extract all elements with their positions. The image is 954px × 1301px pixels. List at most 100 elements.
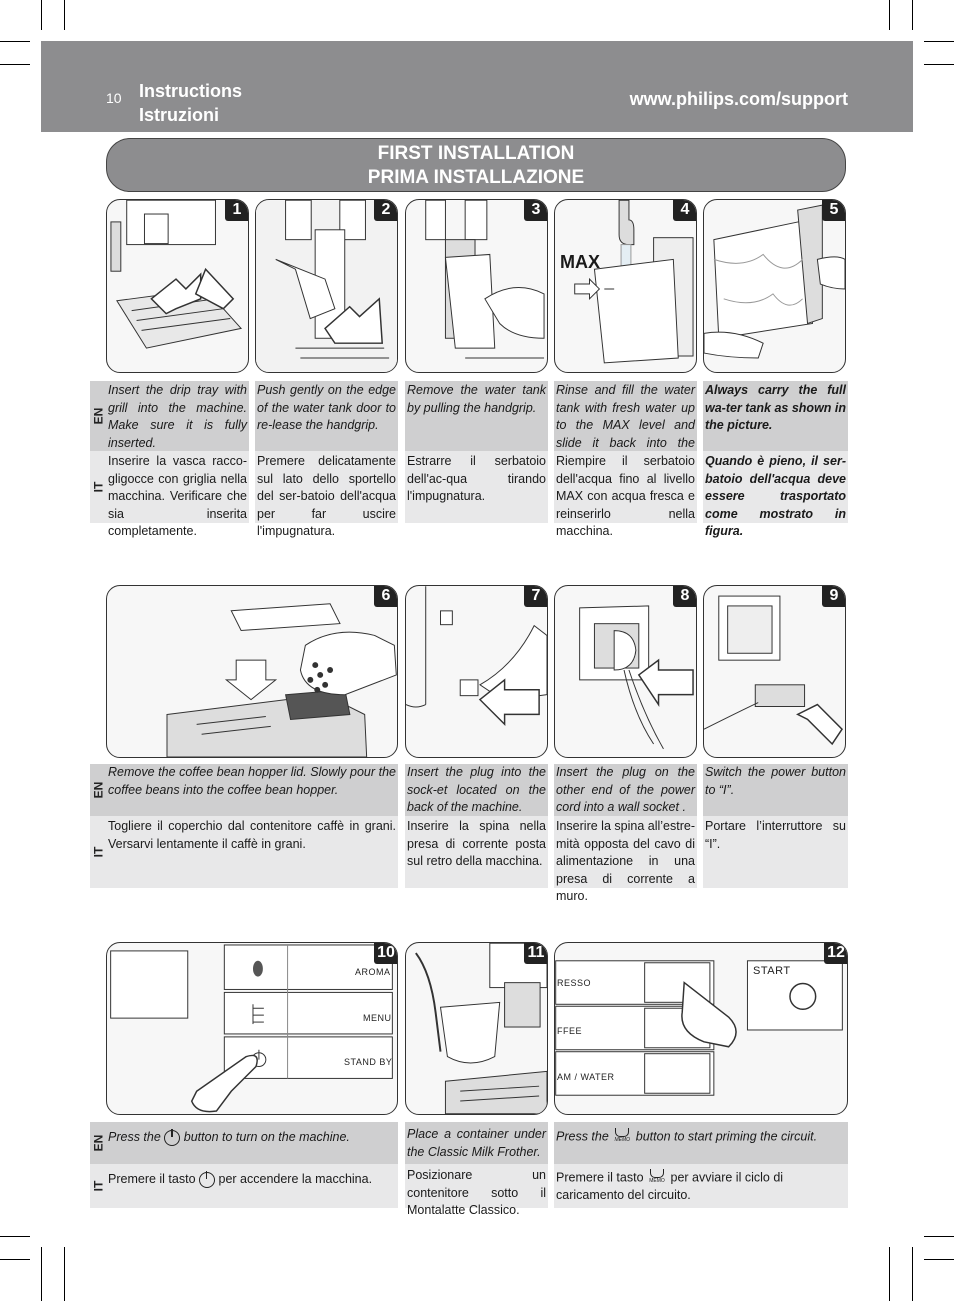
panel-label-start: START bbox=[753, 965, 791, 977]
step-5-en: Always carry the full wa-ter tank as sho… bbox=[703, 381, 848, 451]
bean-hopper-drawing bbox=[166, 603, 397, 757]
step-12-en: Press the MEMO button to start priming t… bbox=[554, 1122, 848, 1164]
step-number: 2 bbox=[374, 200, 397, 221]
step-8-illustration: 8 bbox=[554, 585, 697, 758]
step-7-it: Inserire la spina nella presa di corrent… bbox=[405, 816, 548, 888]
step-12-en-before: Press the bbox=[556, 1129, 609, 1144]
step-10-en-before: Press the bbox=[108, 1130, 161, 1144]
power-switch-drawing bbox=[704, 595, 843, 746]
panel-label-standby: STAND BY bbox=[344, 1057, 393, 1067]
step-2-en: Push gently on the edge of the water tan… bbox=[255, 381, 398, 451]
step-12-it-after: per avviare il ciclo di caricamento del … bbox=[556, 1170, 784, 1202]
crop-mark bbox=[924, 1236, 954, 1237]
crop-mark bbox=[912, 1247, 913, 1301]
step-4-illustration: MAX 4 bbox=[554, 199, 697, 373]
milk-frother-drawing bbox=[415, 943, 547, 1114]
step-3-it: Estrarre il serbatoio dell'ac-qua tirand… bbox=[405, 451, 548, 523]
drip-tray-drawing bbox=[110, 200, 243, 349]
step-number: 1 bbox=[225, 200, 248, 221]
wall-socket-drawing bbox=[579, 605, 694, 750]
fill-tank-drawing bbox=[574, 200, 694, 364]
step-10-en: Press the button to turn on the machine. bbox=[106, 1122, 398, 1164]
crop-mark bbox=[41, 0, 42, 30]
crop-mark bbox=[0, 41, 30, 42]
panel-label-menu: MENU bbox=[363, 1013, 392, 1023]
memo-cup-icon: MEMO bbox=[647, 1169, 667, 1187]
remove-tank-drawing bbox=[425, 200, 545, 359]
step-number: 9 bbox=[822, 586, 845, 607]
memo-cup-icon: MEMO bbox=[612, 1128, 632, 1146]
panel-label-resso: RESSO bbox=[557, 978, 592, 988]
lang-en-label: EN bbox=[90, 764, 106, 816]
support-url[interactable]: www.philips.com/support bbox=[629, 89, 848, 109]
page-number: 10 bbox=[106, 90, 122, 106]
step-number: 11 bbox=[524, 943, 547, 964]
crop-mark bbox=[924, 64, 954, 65]
step-8-en: Insert the plug on the other end of the … bbox=[554, 764, 697, 816]
step-3-illustration: 3 bbox=[405, 199, 548, 373]
step-7-illustration: 7 bbox=[405, 585, 548, 758]
lang-en-label: EN bbox=[90, 1122, 106, 1164]
step-11-illustration: 11 bbox=[405, 942, 548, 1115]
step-12-en-after: button to start priming the circuit. bbox=[635, 1129, 818, 1144]
step-5-illustration: 5 bbox=[703, 199, 846, 373]
step-9-illustration: 9 bbox=[703, 585, 846, 758]
step-6-illustration: 6 bbox=[106, 585, 398, 758]
section-banner: FIRST INSTALLATION PRIMA INSTALLAZIONE bbox=[106, 138, 846, 192]
step-7-en: Insert the plug into the sock-et located… bbox=[405, 764, 548, 816]
step-4-en: Rinse and fill the water tank with fresh… bbox=[554, 381, 697, 467]
step-10-it: Premere il tasto per accendere la macchi… bbox=[106, 1164, 398, 1208]
crop-mark bbox=[889, 0, 890, 30]
step-number: 6 bbox=[374, 586, 397, 607]
crop-mark bbox=[41, 1247, 42, 1301]
crop-mark bbox=[64, 1247, 65, 1301]
crop-mark bbox=[64, 0, 65, 30]
crop-mark bbox=[912, 0, 913, 30]
step-10-it-after: per accendere la macchina. bbox=[218, 1172, 373, 1186]
step-number: 4 bbox=[673, 200, 696, 221]
machine-socket-drawing bbox=[406, 586, 547, 727]
carry-tank-drawing bbox=[704, 204, 845, 359]
step-10-it-before: Premere il tasto bbox=[108, 1172, 196, 1186]
crop-mark bbox=[889, 1247, 890, 1301]
power-icon bbox=[164, 1128, 181, 1146]
step-number: 10 bbox=[374, 943, 397, 964]
header-title: Instructions Istruzioni bbox=[139, 79, 242, 127]
crop-mark bbox=[0, 1259, 30, 1260]
step-number: 3 bbox=[524, 200, 547, 221]
title-it: Istruzioni bbox=[139, 105, 219, 125]
step-9-en: Switch the power button to “I”. bbox=[703, 764, 848, 816]
water-tank-door-drawing bbox=[256, 200, 397, 372]
step-10-illustration: AROMA MENU STAND BY 10 bbox=[106, 942, 398, 1115]
page-header bbox=[41, 41, 913, 132]
memo-button-drawing bbox=[555, 960, 843, 1096]
step-6-en: Remove the coffee bean hopper lid. Slowl… bbox=[106, 764, 398, 816]
banner-title-en: FIRST INSTALLATION bbox=[377, 143, 575, 164]
step-3-en: Remove the water tank by pulling the han… bbox=[405, 381, 548, 451]
step-12-it: Premere il tasto MEMO per avviare il cic… bbox=[554, 1164, 848, 1208]
step-4-it: Riempire il serbatoio dell'acqua fino al… bbox=[554, 451, 697, 538]
step-8-it: Inserire la spina all’estre-mità opposta… bbox=[554, 816, 697, 903]
lang-en-label: EN bbox=[90, 381, 106, 451]
power-icon bbox=[199, 1170, 216, 1188]
control-panel-drawing bbox=[110, 944, 393, 1113]
crop-mark bbox=[0, 1236, 30, 1237]
lang-it-label: IT bbox=[90, 816, 106, 888]
step-number: 7 bbox=[524, 586, 547, 607]
step-number: 12 bbox=[824, 943, 847, 964]
panel-label-water: AM / WATER bbox=[557, 1072, 615, 1082]
step-11-en: Place a container under the Classic Milk… bbox=[405, 1122, 548, 1164]
step-11-it: Posizionare un contenitore sotto il Mont… bbox=[405, 1164, 548, 1217]
panel-label-ffee: FFEE bbox=[557, 1026, 583, 1036]
crop-mark bbox=[924, 41, 954, 42]
step-10-en-after: button to turn on the machine. bbox=[183, 1130, 350, 1144]
step-2-it: Premere delicatamente sul lato dello spo… bbox=[255, 451, 398, 538]
step-1-it: Inserire la vasca racco-gligocce con gri… bbox=[106, 451, 249, 538]
lang-it-label: IT bbox=[90, 451, 106, 523]
step-9-it: Portare l’interruttore su “I”. bbox=[703, 816, 848, 888]
step-2-illustration: 2 bbox=[255, 199, 398, 373]
step-1-en: Insert the drip tray with grill into the… bbox=[106, 381, 249, 451]
step-12-illustration: RESSO FFEE AM / WATER START 12 bbox=[554, 942, 848, 1115]
panel-label-aroma: AROMA bbox=[355, 967, 391, 977]
title-en: Instructions bbox=[139, 81, 243, 101]
